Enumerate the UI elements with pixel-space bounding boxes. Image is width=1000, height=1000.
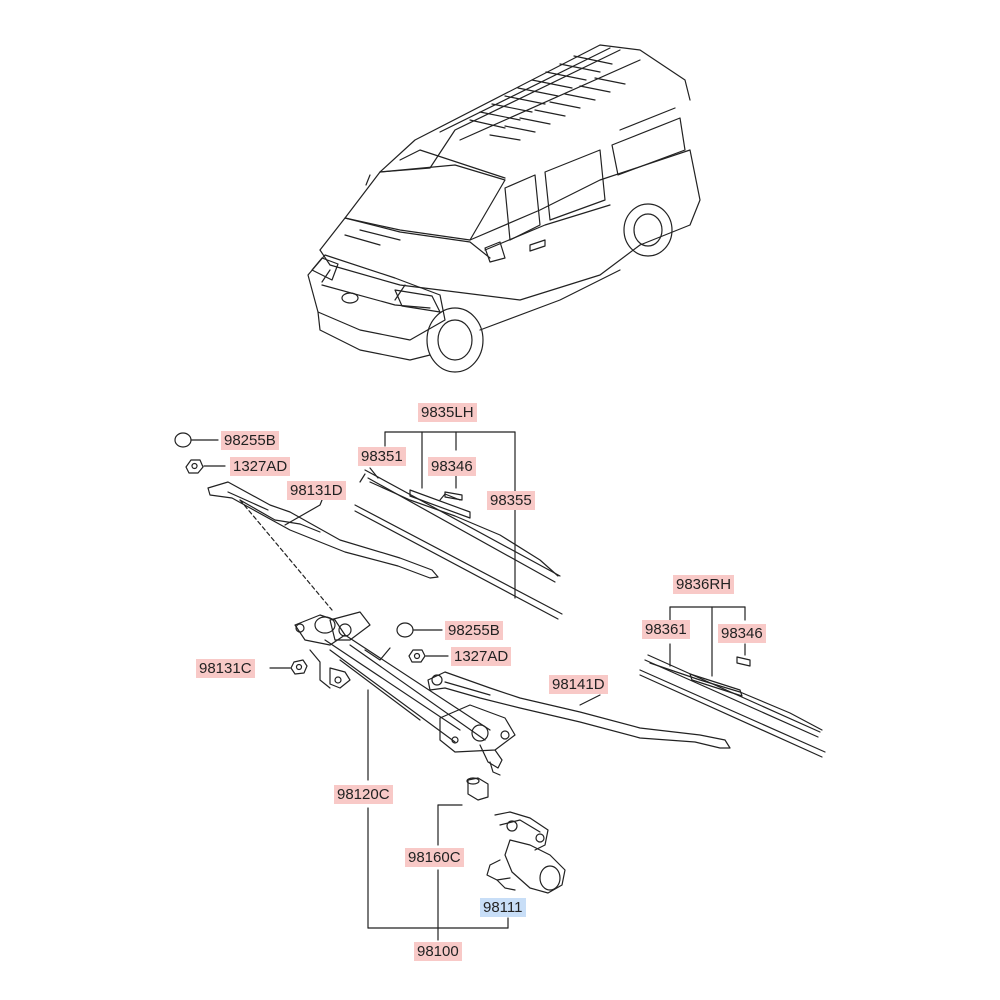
- part-label-98141D[interactable]: 98141D: [549, 675, 608, 694]
- part-label-98346-lh[interactable]: 98346: [428, 457, 476, 476]
- part-label-98255B-2[interactable]: 98255B: [445, 621, 503, 640]
- nut-icon: [290, 659, 308, 675]
- clip-lh: [444, 491, 463, 501]
- cap-icon: [396, 622, 414, 638]
- wiper-motor: [486, 811, 566, 894]
- nut-icon: [408, 649, 426, 663]
- part-label-98131C[interactable]: 98131C: [196, 659, 255, 678]
- part-label-98160C[interactable]: 98160C: [405, 848, 464, 867]
- clip-rh: [736, 656, 751, 667]
- cap-icon: [174, 432, 192, 448]
- wiper-arm-rh: [427, 671, 731, 749]
- van-illustration: [307, 44, 701, 373]
- part-label-98111[interactable]: 98111: [480, 898, 526, 917]
- part-label-98355[interactable]: 98355: [487, 491, 535, 510]
- part-label-98120C[interactable]: 98120C: [334, 785, 393, 804]
- part-label-98100[interactable]: 98100: [414, 942, 462, 961]
- part-label-9836RH[interactable]: 9836RH: [673, 575, 735, 594]
- part-label-1327AD-2[interactable]: 1327AD: [451, 647, 512, 666]
- part-label-98346-rh[interactable]: 98346: [718, 624, 766, 643]
- part-label-1327AD[interactable]: 1327AD: [230, 457, 291, 476]
- wiper-blade-rh: [639, 654, 826, 758]
- part-label-98255B[interactable]: 98255B: [221, 431, 279, 450]
- bushing: [466, 777, 489, 801]
- wiper-blade-lh: [354, 469, 563, 620]
- wiper-linkage: [294, 611, 516, 776]
- wiper-arm-lh: [207, 481, 439, 579]
- nut-icon: [185, 459, 204, 474]
- part-label-98351[interactable]: 98351: [358, 447, 406, 466]
- part-label-98131D[interactable]: 98131D: [287, 481, 346, 500]
- part-label-98361[interactable]: 98361: [642, 620, 690, 639]
- part-label-9835LH[interactable]: 9835LH: [418, 403, 477, 422]
